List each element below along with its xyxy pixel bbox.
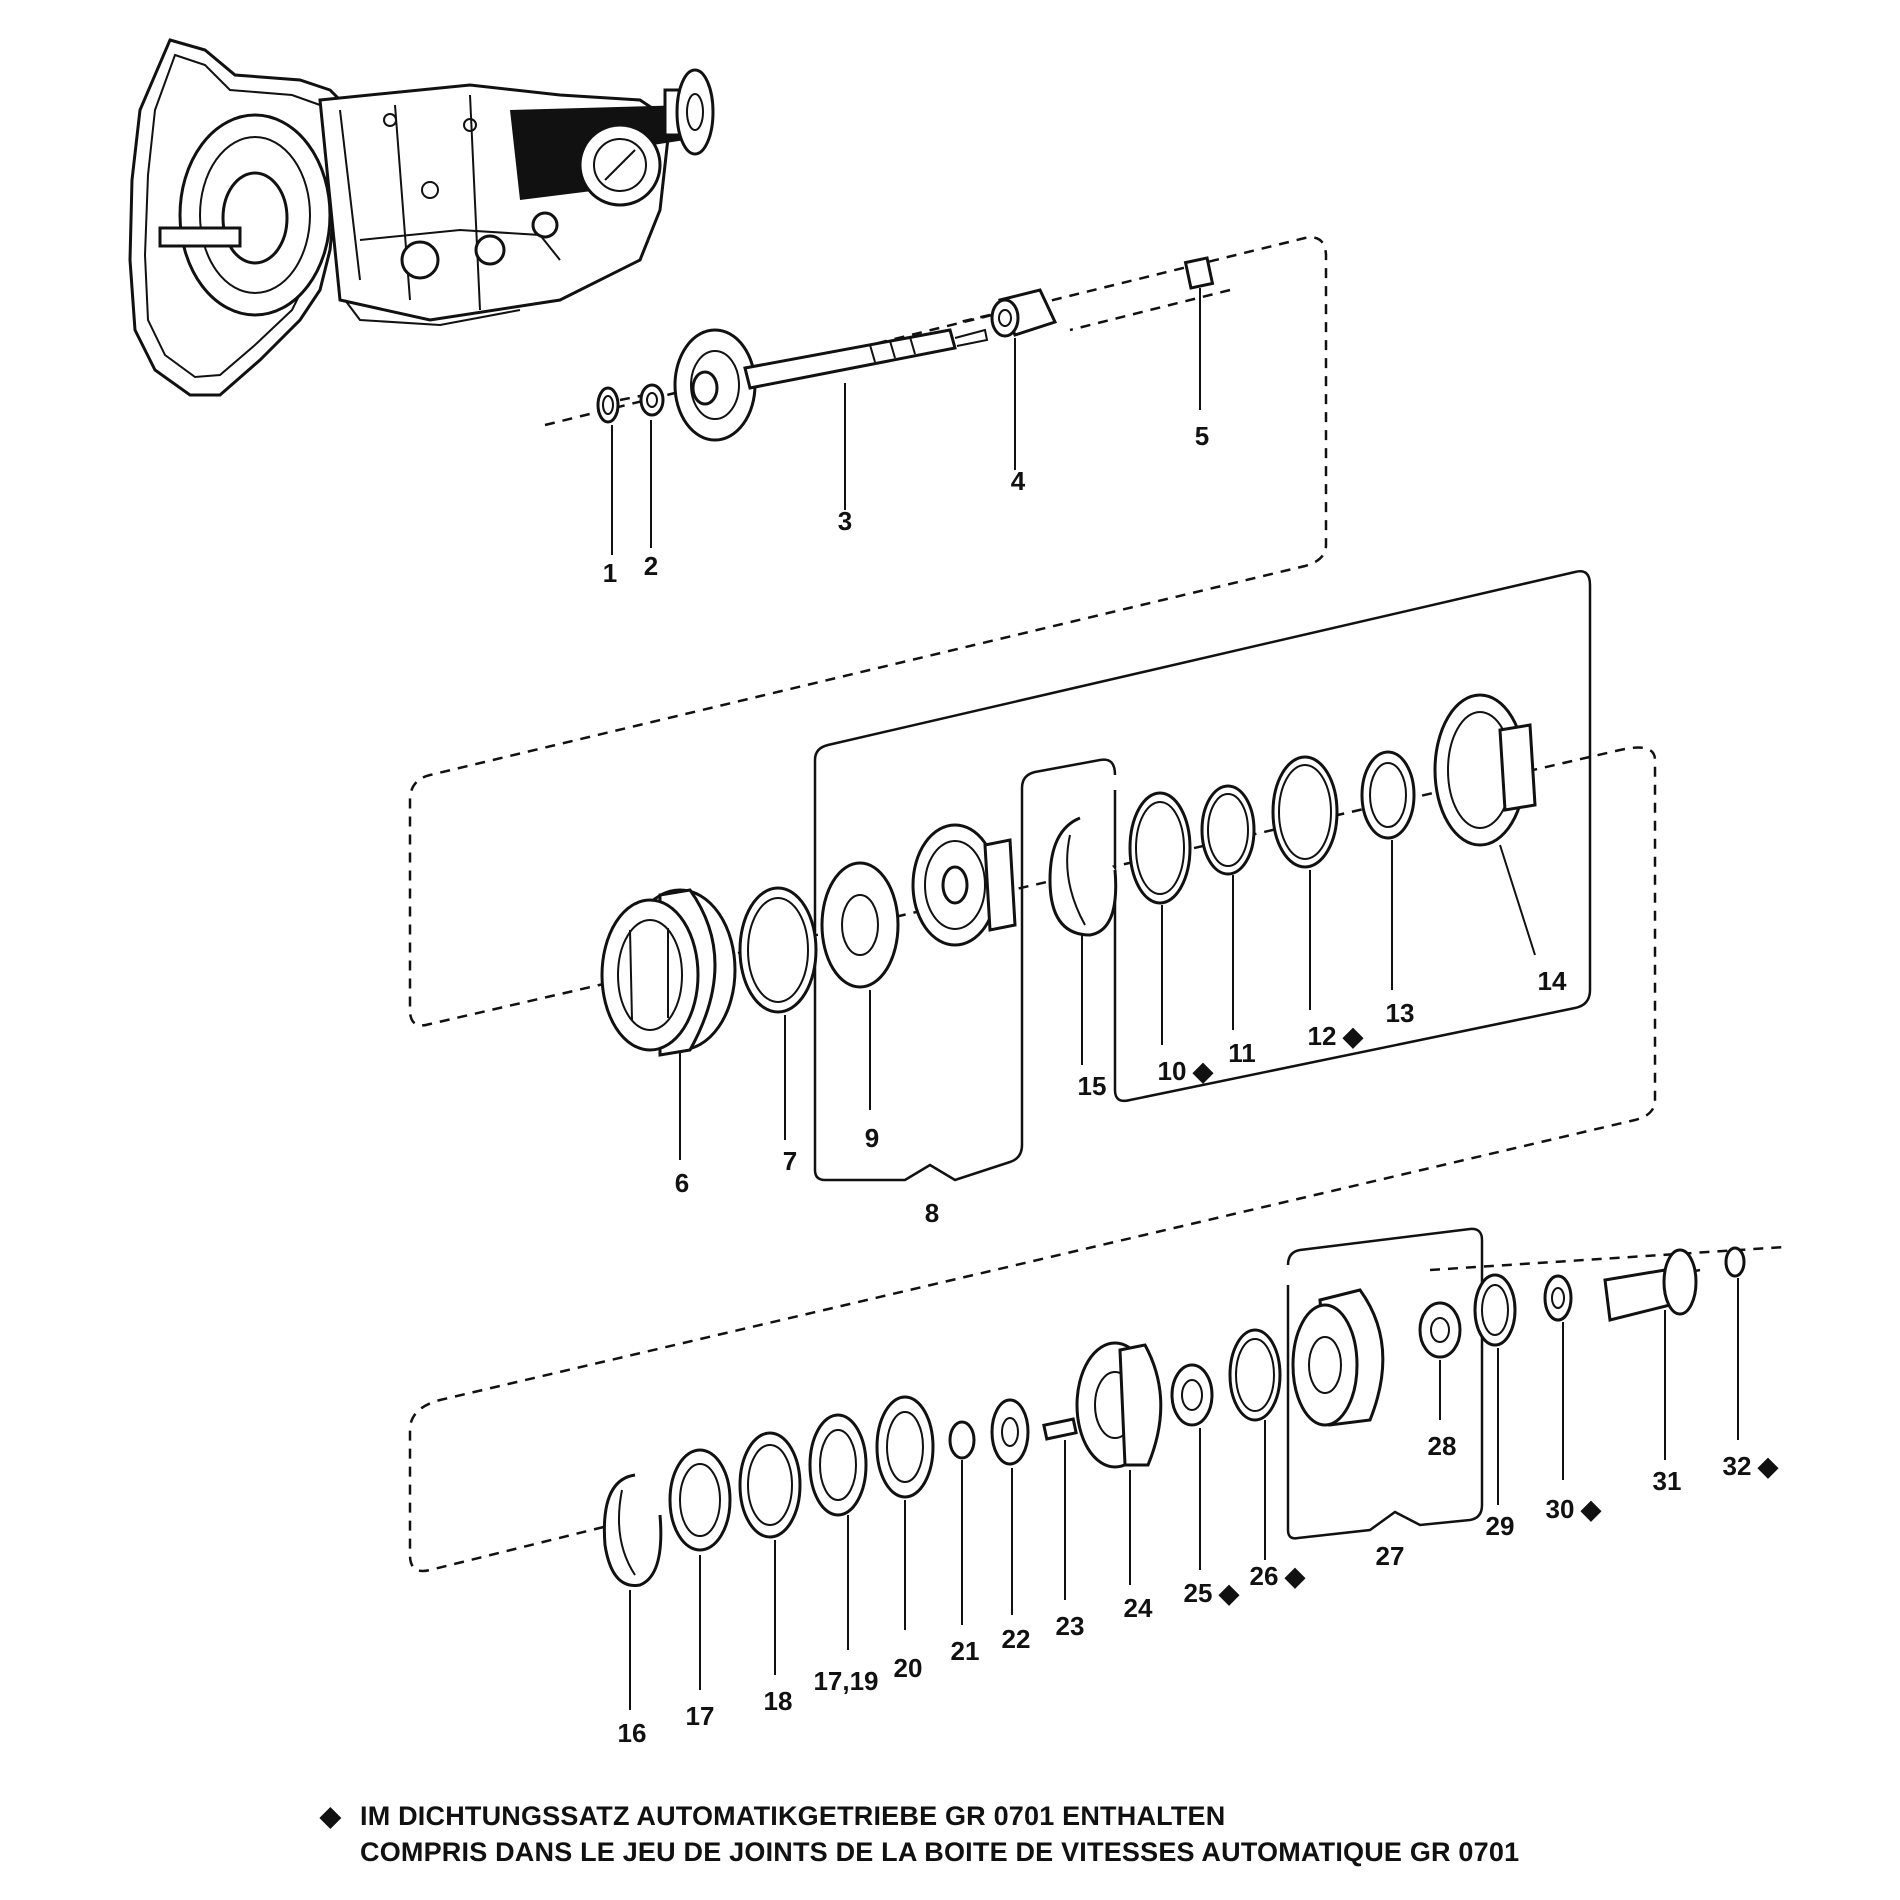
part-label-p25: 25	[1184, 1578, 1213, 1608]
legend: ◆ IM DICHTUNGSSATZ AUTOMATIKGETRIEBE GR 0…	[320, 1798, 1519, 1870]
part-label-p31: 31	[1653, 1466, 1682, 1496]
transmission-illustration	[128, 38, 715, 397]
part-label-p1719: 17,19	[813, 1666, 878, 1696]
part-label-p21: 21	[951, 1636, 980, 1666]
part-label-p15: 15	[1078, 1071, 1107, 1101]
part-label-p8: 8	[925, 1198, 939, 1228]
legend-line-de: ◆ IM DICHTUNGSSATZ AUTOMATIKGETRIEBE GR 0…	[320, 1798, 1519, 1834]
brackets	[813, 570, 1592, 1540]
diamond-icon: ◆	[1757, 1451, 1779, 1481]
part-label-p32: 32	[1723, 1451, 1752, 1481]
part-label-p2: 2	[644, 551, 658, 581]
part-label-p26: 26	[1250, 1561, 1279, 1591]
row-1-parts	[596, 256, 1215, 442]
part-label-p13: 13	[1386, 998, 1415, 1028]
diamond-icon: ◆	[1284, 1561, 1306, 1591]
part-label-p24: 24	[1124, 1593, 1153, 1623]
part-label-p5: 5	[1195, 421, 1209, 451]
part-label-p28: 28	[1428, 1431, 1457, 1461]
part-label-p17: 17	[686, 1701, 715, 1731]
part-label-p29: 29	[1486, 1511, 1515, 1541]
legend-line-fr: COMPRIS DANS LE JEU DE JOINTS DE LA BOIT…	[320, 1834, 1519, 1870]
part-label-p11: 11	[1228, 1038, 1256, 1068]
diamond-icon: ◆	[1580, 1494, 1602, 1524]
part-label-p9: 9	[865, 1123, 879, 1153]
diamond-icon: ◆	[1192, 1056, 1214, 1086]
part-label-p20: 20	[894, 1653, 923, 1683]
part-label-p22: 22	[1002, 1624, 1031, 1654]
part-label-p3: 3	[838, 506, 852, 536]
part-label-p30: 30	[1546, 1494, 1575, 1524]
legend-text-fr: COMPRIS DANS LE JEU DE JOINTS DE LA BOIT…	[360, 1837, 1520, 1867]
part-label-p7: 7	[783, 1146, 797, 1176]
part-label-p6: 6	[675, 1168, 689, 1198]
part-label-p16: 16	[618, 1718, 647, 1748]
part-label-p12: 12	[1308, 1021, 1337, 1051]
part-label-p14: 14	[1538, 966, 1567, 996]
part-label-p18: 18	[764, 1686, 793, 1716]
part-label-p27: 27	[1376, 1541, 1405, 1571]
leader-lines	[611, 288, 1739, 1710]
diamond-icon: ◆	[1342, 1021, 1364, 1051]
diamond-icon: ◆	[1218, 1578, 1240, 1608]
legend-text-de: IM DICHTUNGSSATZ AUTOMATIKGETRIEBE GR 07…	[360, 1801, 1226, 1831]
row-2-parts	[600, 693, 1537, 1057]
part-label-p23: 23	[1056, 1611, 1085, 1641]
part-label-p1: 1	[603, 558, 617, 588]
part-label-p4: 4	[1011, 466, 1026, 496]
row-3-parts	[602, 1246, 1746, 1587]
diamond-icon: ◆	[320, 1801, 341, 1831]
part-label-p10: 10	[1158, 1056, 1187, 1086]
